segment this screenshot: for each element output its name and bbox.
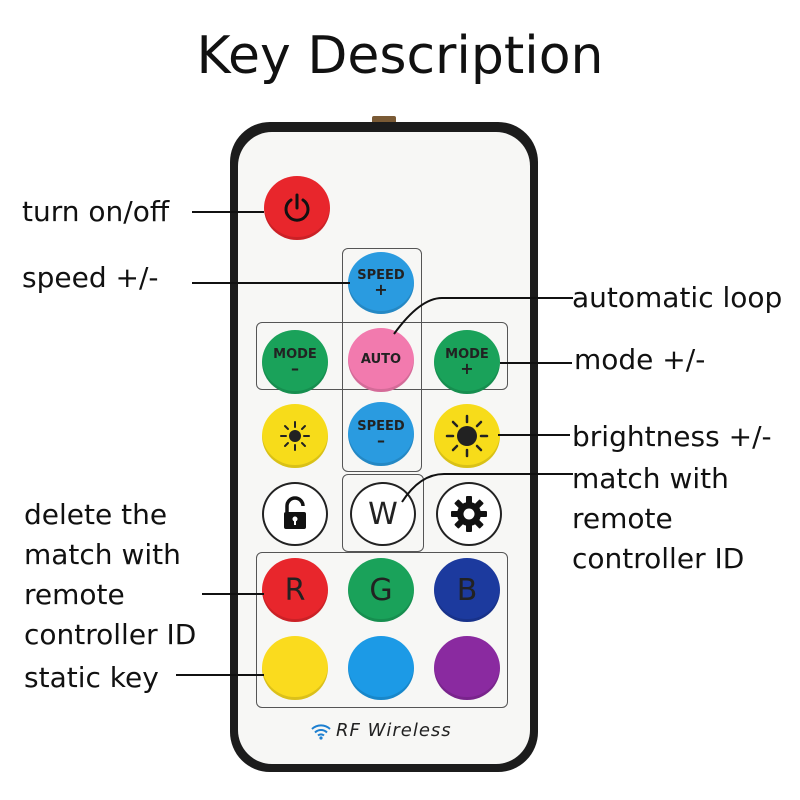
skyblue-button[interactable] (348, 636, 414, 700)
sun-large-icon (445, 414, 489, 458)
label-automatic-loop: automatic loop (572, 281, 783, 314)
w-label: W (368, 496, 398, 532)
pointer-automatic-loop (393, 297, 573, 335)
speed-frame (342, 248, 422, 472)
speed-down-button[interactable]: SPEED – (348, 402, 414, 466)
pointer-delete-match (202, 593, 264, 595)
lock-icon (284, 496, 306, 529)
yellow-button[interactable] (262, 636, 328, 700)
wifi-icon (311, 723, 331, 740)
label-static-key: static key (24, 661, 159, 694)
label-brightness: brightness +/- (572, 420, 772, 453)
mode-up-sign: + (460, 359, 474, 378)
pointer-match (401, 473, 573, 503)
mode-up-button[interactable]: MODE + (434, 330, 500, 394)
speed-up-label: SPEED (357, 268, 405, 283)
mode-down-button[interactable]: MODE – (262, 330, 328, 394)
purple-button[interactable] (434, 636, 500, 700)
label-match: match with remote controller ID (572, 462, 745, 575)
page-title: Key Description (196, 26, 604, 86)
pointer-speed (192, 282, 350, 284)
brand-text: RF Wireless (336, 720, 452, 741)
blue-label: B (456, 572, 478, 608)
mode-up-label: MODE (445, 347, 489, 362)
power-icon (284, 193, 310, 222)
mode-down-sign: – (291, 359, 299, 378)
lock-button[interactable] (262, 482, 328, 546)
speed-up-button[interactable]: SPEED + (348, 252, 414, 314)
gear-button[interactable] (436, 482, 502, 546)
brightness-up-button[interactable] (434, 404, 500, 468)
auto-button[interactable]: AUTO (348, 328, 414, 392)
label-speed: speed +/- (22, 261, 159, 294)
label-turn-on-off: turn on/off (22, 195, 170, 228)
label-mode: mode +/- (574, 343, 706, 376)
power-button[interactable] (264, 176, 330, 240)
red-button[interactable]: R (262, 558, 328, 622)
green-label: G (369, 572, 393, 608)
sun-small-icon (280, 421, 310, 451)
w-button[interactable]: W (350, 482, 416, 546)
pointer-brightness (498, 434, 570, 436)
blue-button[interactable]: B (434, 558, 500, 622)
brand-logo: RF Wireless (310, 720, 470, 741)
mode-down-label: MODE (273, 347, 317, 362)
speed-up-sign: + (374, 280, 388, 299)
pointer-mode (500, 362, 572, 364)
red-label: R (284, 572, 306, 608)
pointer-static-key (176, 674, 264, 676)
label-delete-match: delete the match with remote controller … (24, 498, 197, 651)
speed-down-label: SPEED (357, 419, 405, 434)
auto-label: AUTO (360, 352, 402, 367)
brightness-down-button[interactable] (262, 404, 328, 468)
speed-down-sign: – (377, 431, 385, 450)
green-button[interactable]: G (348, 558, 414, 622)
color-frame (256, 552, 508, 708)
gear-icon (451, 496, 487, 532)
center-frame (342, 474, 424, 552)
pointer-turn-on-off (192, 211, 264, 213)
remote-top-nub (372, 116, 396, 124)
